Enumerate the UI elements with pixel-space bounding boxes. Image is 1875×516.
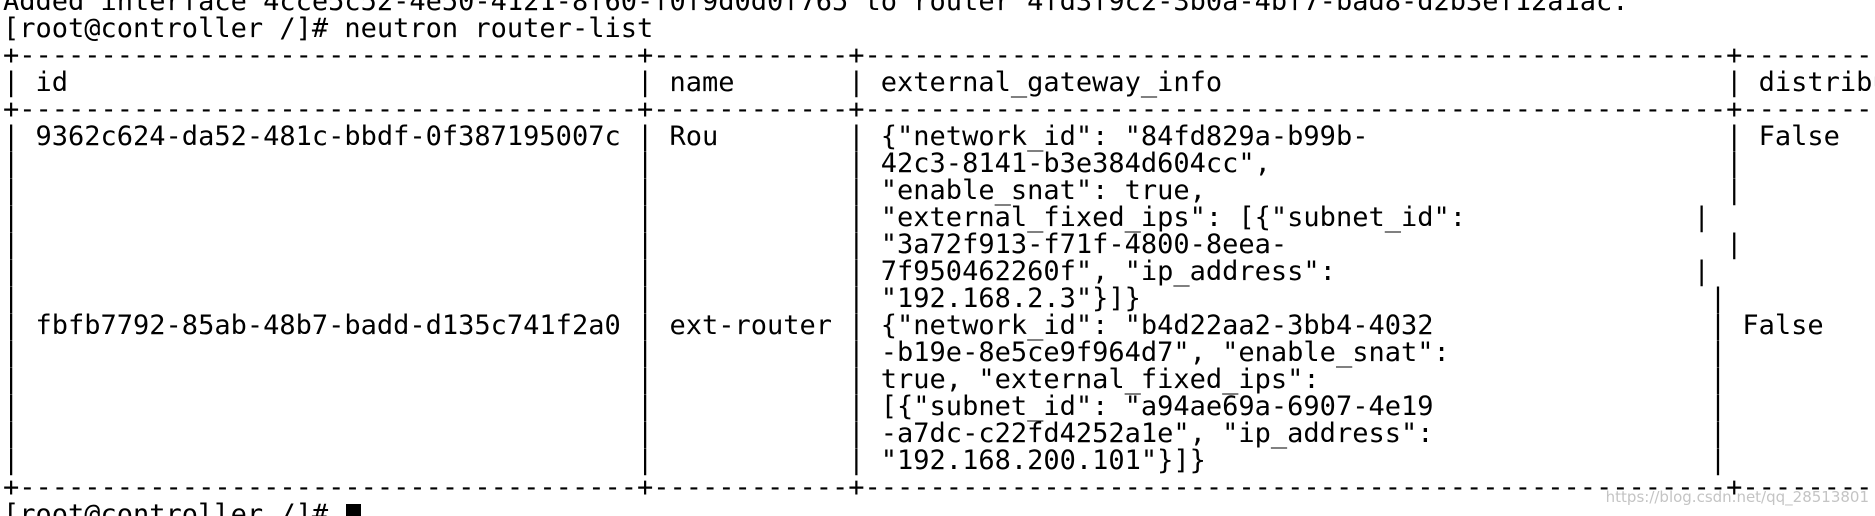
table-row: | | | 42c3-8141-b3e384d604cc", | | | [3,148,1743,179]
table-border: +--------------------------------------+… [3,40,1875,71]
table-row: | | | "3a72f913-f71f-4800-8eea- | | | [3,229,1743,260]
text-cursor [346,504,362,516]
command-output-line: Added interface 4cce5c52-4e50-4121-8f60-… [3,0,1629,17]
table-row: | | | "external_fixed_ips": [{"subnet_id… [3,202,1875,233]
table-header-row: | id | name | external_gateway_info | di… [3,67,1875,98]
table-border: +--------------------------------------+… [3,94,1875,125]
table-row: | fbfb7792-85ab-48b7-badd-d135c741f2a0 |… [3,310,1824,341]
table-row: | | | "192.168.2.3"}]} | | | [3,283,1727,314]
table-row: | | | "192.168.200.101"}]} | | | [3,445,1727,476]
table-row: | | | -a7dc-c22fd4252a1e", "ip_address":… [3,418,1727,449]
table-row: | | | "enable_snat": true, | | | [3,175,1743,206]
table-row: | | | 7f950462260f", "ip_address": | | | [3,256,1875,287]
table-border: +--------------------------------------+… [3,472,1875,503]
table-row: | | | true, "external_fixed_ips": | | | [3,364,1727,395]
table-row: | | | [{"subnet_id": "a94ae69a-6907-4e19… [3,391,1727,422]
watermark: https://blog.csdn.net/qq_28513801 [1605,488,1869,506]
prompt-line: [root@controller /]# neutron router-list [3,13,654,44]
table-row: | 9362c624-da52-481c-bbdf-0f387195007c |… [3,121,1840,152]
prompt-text: [root@controller /]# [3,499,345,516]
prompt-line[interactable]: [root@controller /]# [3,499,362,516]
table-row: | | | -b19e-8e5ce9f964d7", "enable_snat"… [3,337,1727,368]
